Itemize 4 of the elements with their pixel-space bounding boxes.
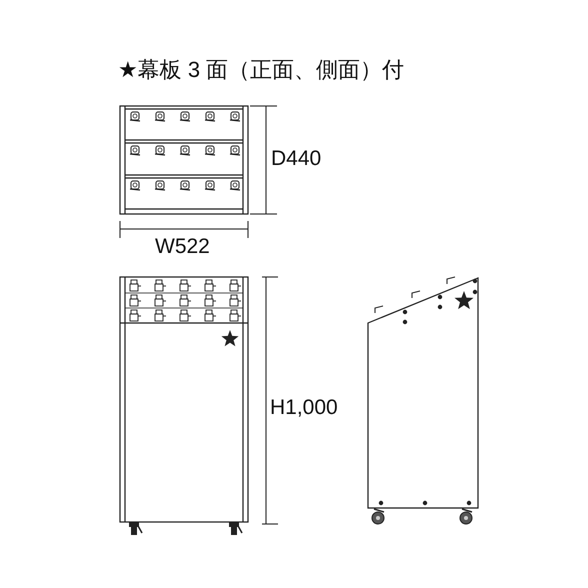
dimension-label: H1,000 [270,397,338,418]
title: ★幕板 3 面（正面、側面）付 [118,59,404,81]
dimension-label: W522 [155,236,210,257]
dimension-label: D440 [271,148,322,169]
